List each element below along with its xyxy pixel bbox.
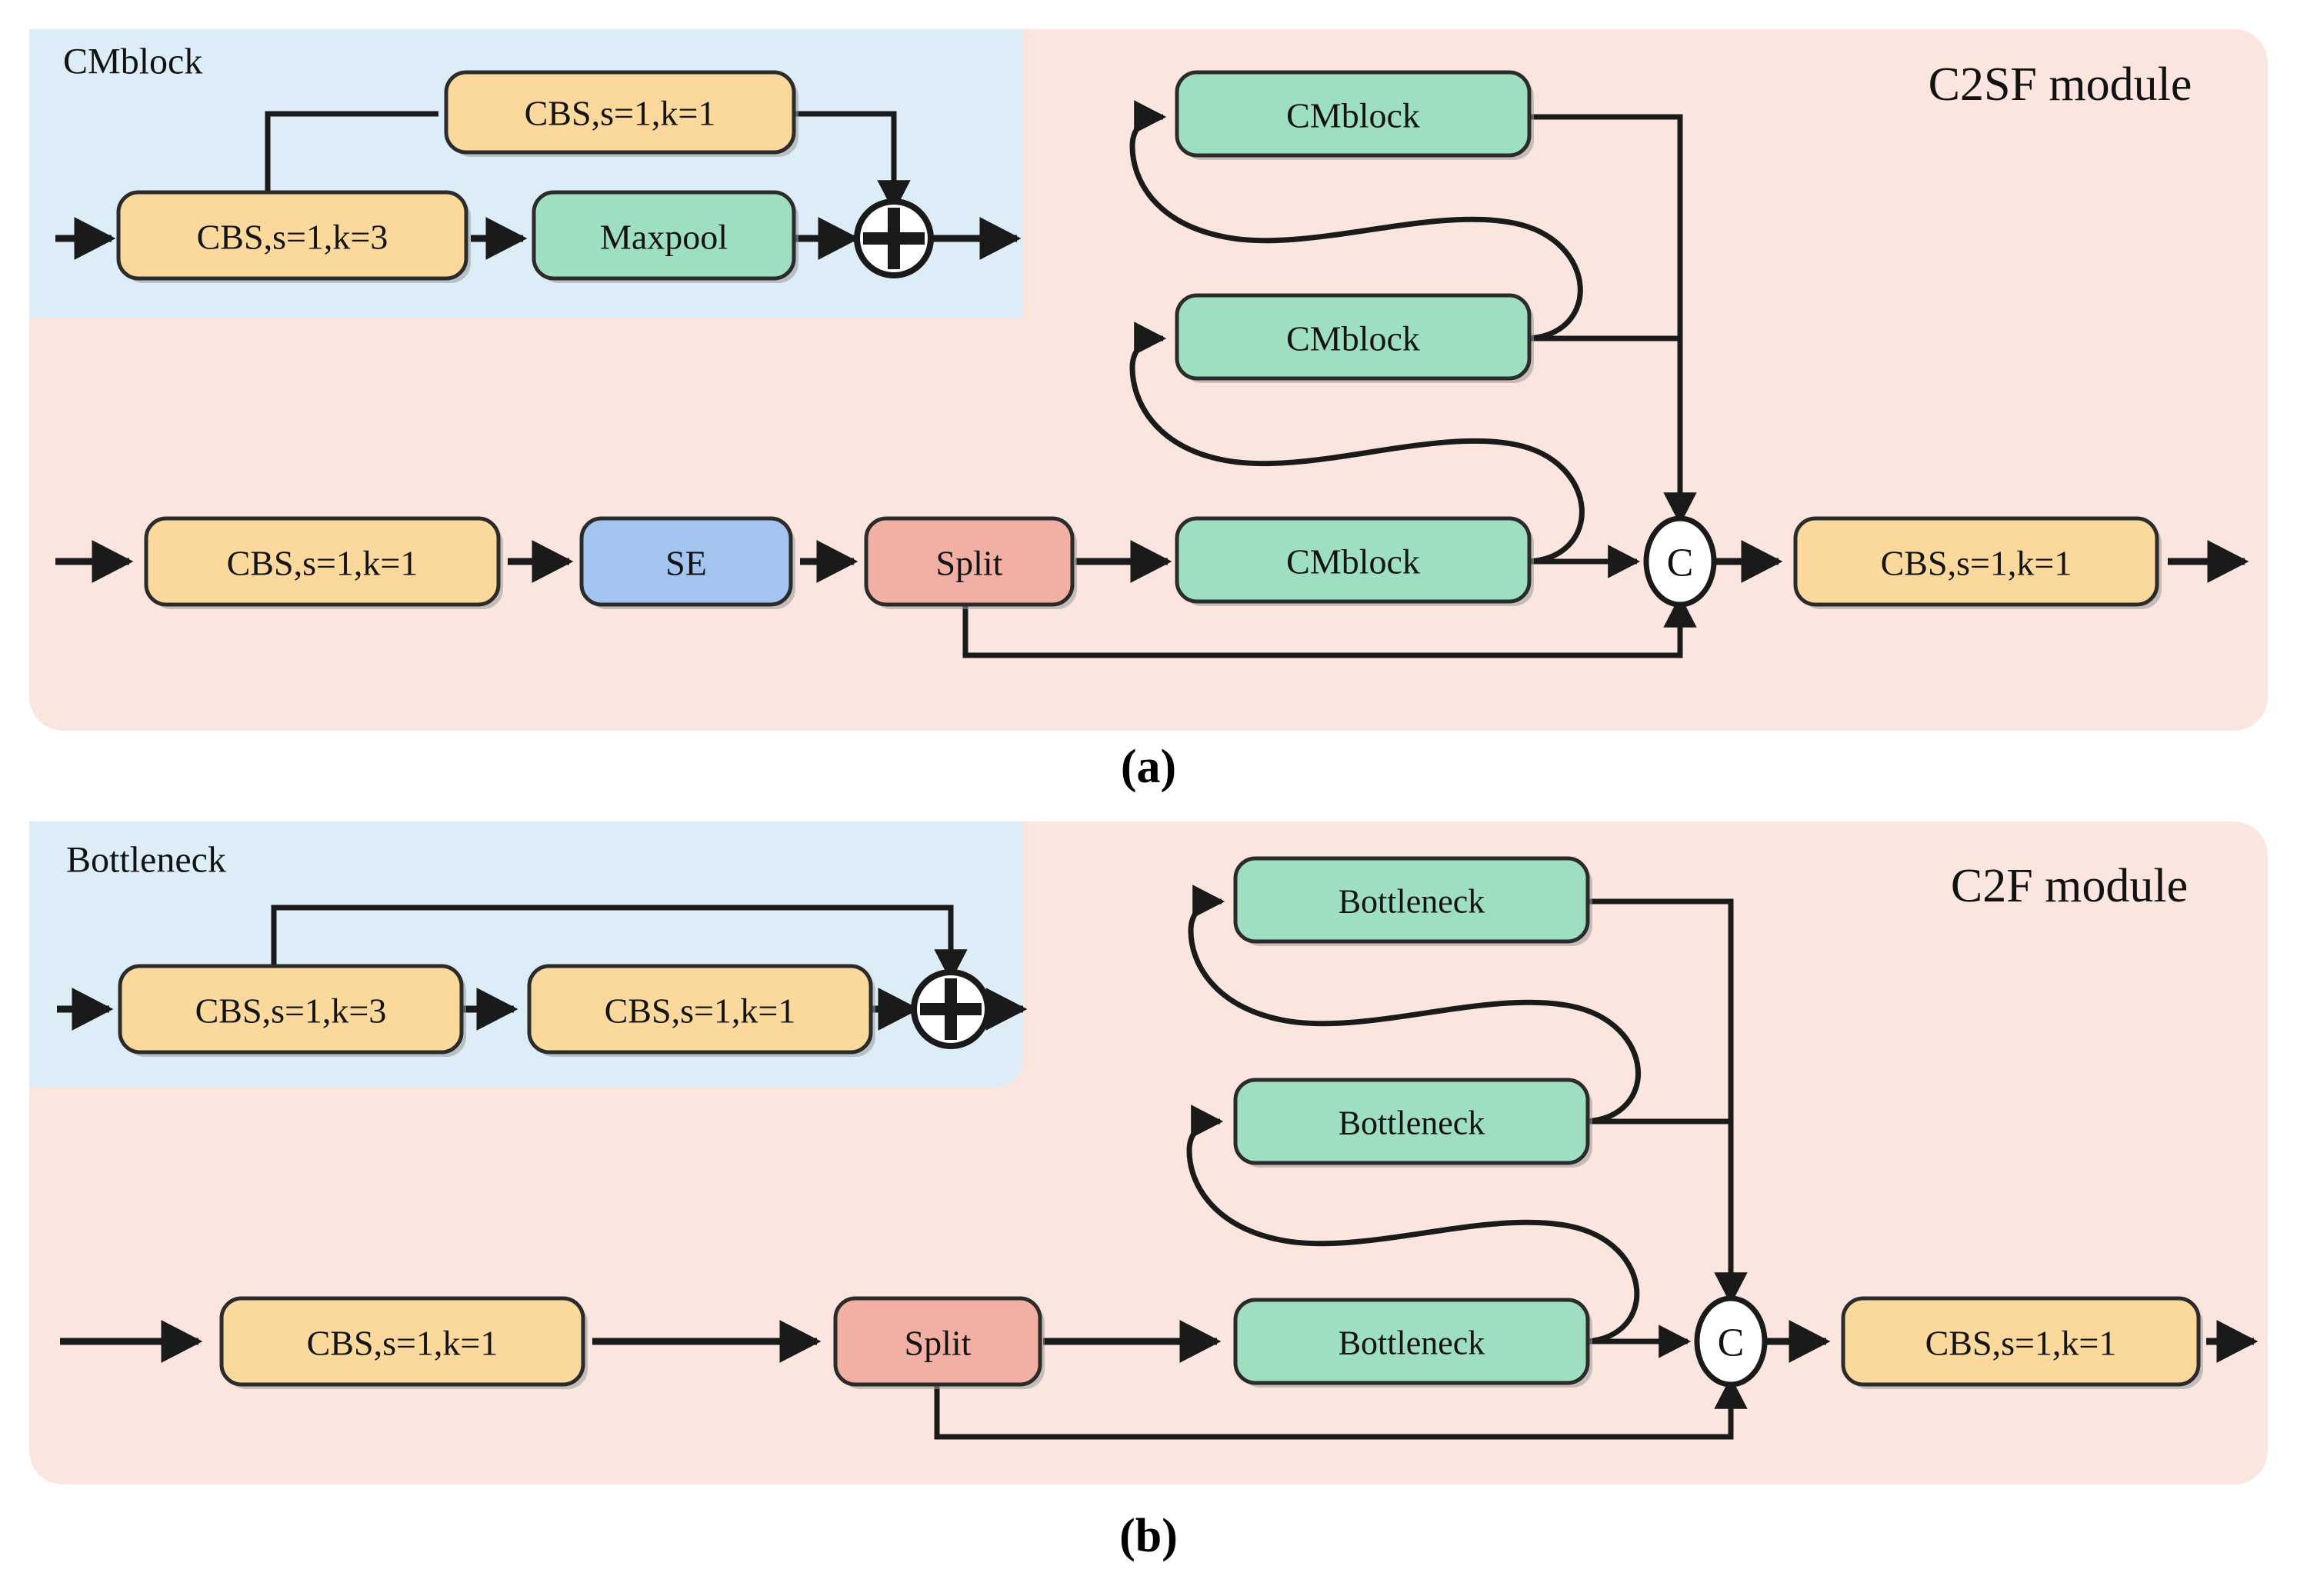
panel-a-inset-add-operator-icon xyxy=(854,198,934,278)
panel-b-main-block-cbs-in-label: CBS,s=1,k=1 xyxy=(307,1324,498,1363)
panel-b-wire-bn1-to-concat xyxy=(1586,898,1748,1305)
panel-a-inset-branch-up xyxy=(265,111,438,223)
panel-a-main-block-split-label: Split xyxy=(936,544,1003,583)
panel-b-diagram: Bottleneck C2F module CBS,s=1,k=3 CBS,s=… xyxy=(29,821,2268,1484)
panel-b-main-block-bottleneck-2-label: Bottleneck xyxy=(1339,1105,1485,1142)
panel-b-c2f-module: Bottleneck C2F module CBS,s=1,k=3 CBS,s=… xyxy=(0,815,2297,1492)
panel-b-main-block-split: Split xyxy=(833,1296,1045,1389)
panel-a-concat-node-label: C xyxy=(1667,541,1694,585)
panel-b-inset-block-cbs-k1: CBS,s=1,k=1 xyxy=(527,964,875,1057)
panel-b-inset-block-cbs-k1-label: CBS,s=1,k=1 xyxy=(605,991,796,1031)
panel-a-c2sf-module: CMblock C2SF module CBS,s=1,k=3 xyxy=(0,0,2297,738)
panel-b-wire-bn2-to-bn1 xyxy=(1188,885,1642,1125)
panel-a-inset-block-maxpool: Maxpool xyxy=(532,190,798,283)
panel-b-main-block-bottleneck-3-label: Bottleneck xyxy=(1339,1324,1485,1362)
panel-b-main-block-cbs-in: CBS,s=1,k=1 xyxy=(219,1296,588,1389)
panel-a-main-block-cmblock-1: CMblock xyxy=(1175,70,1534,160)
panel-a-main-block-cmblock-1-label: CMblock xyxy=(1286,96,1420,135)
panel-b-module-title: C2F module xyxy=(1951,860,2188,912)
panel-b-inset-block-cbs-k3-label: CBS,s=1,k=3 xyxy=(195,991,387,1031)
panel-a-wire-cm3-to-cm2 xyxy=(1129,322,1585,565)
panel-a-main-block-se-label: SE xyxy=(665,544,707,583)
panel-a-concat-node: C xyxy=(1643,515,1717,608)
panel-b-main-block-cbs-out: CBS,s=1,k=1 xyxy=(1841,1296,2203,1389)
panel-a-main-block-cbs-out: CBS,s=1,k=1 xyxy=(1793,516,2162,609)
panel-b-main-block-split-label: Split xyxy=(905,1324,972,1363)
panel-b-inset-add-operator-icon xyxy=(911,969,991,1049)
panel-a-inset-block-cbs-k1: CBS,s=1,k=1 xyxy=(444,70,798,157)
panel-a-main-block-se: SE xyxy=(579,516,795,609)
panel-b-main-block-bottleneck-1-label: Bottleneck xyxy=(1339,883,1485,921)
panel-b-subcaption: (b) xyxy=(1119,1510,1178,1562)
panel-a-main-block-cbs-in-label: CBS,s=1,k=1 xyxy=(227,544,418,583)
panel-a-inset-block-cbs-k1-label: CBS,s=1,k=1 xyxy=(525,94,716,133)
panel-b-inset-caption: Bottleneck xyxy=(66,840,226,881)
panel-b-concat-node: C xyxy=(1694,1295,1768,1388)
panel-a-wire-cm2-to-cm1 xyxy=(1129,100,1583,342)
panel-b-inset-skip-connection xyxy=(271,905,968,994)
panel-a-main-block-cbs-out-label: CBS,s=1,k=1 xyxy=(1881,544,2072,583)
panel-a-inset-block-cbs-k3: CBS,s=1,k=3 xyxy=(116,190,471,283)
panel-a-inset-block-maxpool-label: Maxpool xyxy=(600,218,728,257)
panel-a-diagram: CMblock C2SF module CBS,s=1,k=3 xyxy=(29,29,2268,731)
panel-a-main-block-cmblock-2-label: CMblock xyxy=(1286,319,1420,358)
panel-b-inset-block-cbs-k3: CBS,s=1,k=3 xyxy=(118,964,466,1057)
panel-b-wire-split-bypass xyxy=(934,1376,1748,1440)
panel-a-module-title: C2SF module xyxy=(1929,58,2192,111)
panel-a-main-block-cmblock-3-label: CMblock xyxy=(1286,542,1420,581)
panel-a-inset-block-cbs-k3-label: CBS,s=1,k=3 xyxy=(197,218,388,257)
panel-b-main-block-bottleneck-1: Bottleneck xyxy=(1233,856,1592,946)
panel-a-inset-caption: CMblock xyxy=(63,42,202,82)
panel-b-concat-node-label: C xyxy=(1718,1321,1745,1365)
panel-a-main-block-cbs-in: CBS,s=1,k=1 xyxy=(144,516,503,609)
panel-b-main-block-bottleneck-2: Bottleneck xyxy=(1233,1078,1592,1168)
panel-a-wire-cm1-to-concat xyxy=(1527,114,1697,525)
panel-a-main-block-cmblock-2: CMblock xyxy=(1175,293,1534,383)
panel-a-wire-split-bypass xyxy=(962,595,1697,658)
panel-a-main-block-cmblock-3: CMblock xyxy=(1175,516,1534,606)
panel-a-main-block-split: Split xyxy=(864,516,1077,609)
panel-b-wire-bn3-to-bn2 xyxy=(1186,1105,1640,1344)
panel-a-inset-branch-to-plus xyxy=(792,111,911,213)
panel-b-main-block-bottleneck-3: Bottleneck xyxy=(1233,1298,1592,1388)
panel-a-subcaption: (a) xyxy=(1120,741,1177,793)
panel-b-main-block-cbs-out-label: CBS,s=1,k=1 xyxy=(1925,1324,2117,1363)
